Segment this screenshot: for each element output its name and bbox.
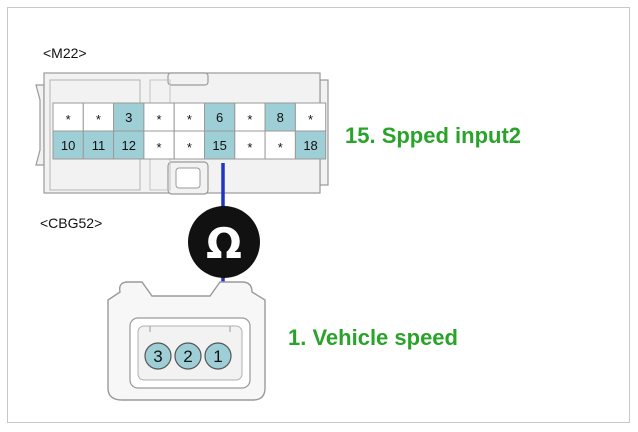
pin-number: 18 [303, 138, 317, 153]
pin-number: * [157, 112, 162, 127]
top-connector-name: <M22> [43, 45, 87, 61]
pin-cell [264, 130, 296, 160]
pin-cell [234, 102, 266, 132]
ohm-meter-icon: Ω [188, 206, 260, 278]
bottom-pin-label: 1. Vehicle speed [288, 325, 458, 350]
bottom-pin [144, 342, 172, 370]
pin-number: * [308, 112, 313, 127]
pin-number: * [278, 140, 283, 155]
pin-number: * [247, 112, 252, 127]
pin-cell [52, 130, 84, 160]
pin-number: 6 [216, 110, 223, 125]
pin-cell [173, 130, 205, 160]
pin-number: * [187, 112, 192, 127]
pin-cell [204, 102, 236, 132]
bottom-pin-number: 2 [183, 347, 192, 366]
ohm-symbol: Ω [206, 219, 242, 268]
bottom-connector-name: <CBG52> [40, 215, 102, 231]
bottom-pin-number: 3 [153, 347, 162, 366]
pin-cell [113, 130, 145, 160]
top-connector-pins: * * 3 * * 6 * 8 * 10 11 12 * * 15 * * 18 [52, 102, 327, 160]
bottom-connector-pins: 3 2 1 [144, 342, 232, 370]
top-pin-label: 15. Spped input2 [345, 123, 521, 148]
pin-number: * [157, 140, 162, 155]
pin-cell [52, 102, 84, 132]
pin-number: 10 [61, 138, 75, 153]
pin-number: * [66, 112, 71, 127]
bottom-pin [174, 342, 202, 370]
pin-number: 3 [125, 110, 132, 125]
pin-number: 8 [277, 110, 284, 125]
pin-number: 11 [92, 138, 106, 153]
bottom-pin-number: 1 [213, 347, 222, 366]
bottom-pin [204, 342, 232, 370]
pin-number: * [96, 112, 101, 127]
pin-number: * [247, 140, 252, 155]
pin-number: 12 [122, 138, 136, 153]
pin-cell [204, 130, 236, 160]
pin-cell [143, 130, 175, 160]
bottom-connector-housing [107, 281, 266, 401]
pin-cell [82, 130, 115, 160]
pin-number: 15 [212, 138, 226, 153]
pin-number: * [187, 140, 192, 155]
pin-cell [143, 102, 175, 132]
pin-cell [294, 130, 327, 160]
